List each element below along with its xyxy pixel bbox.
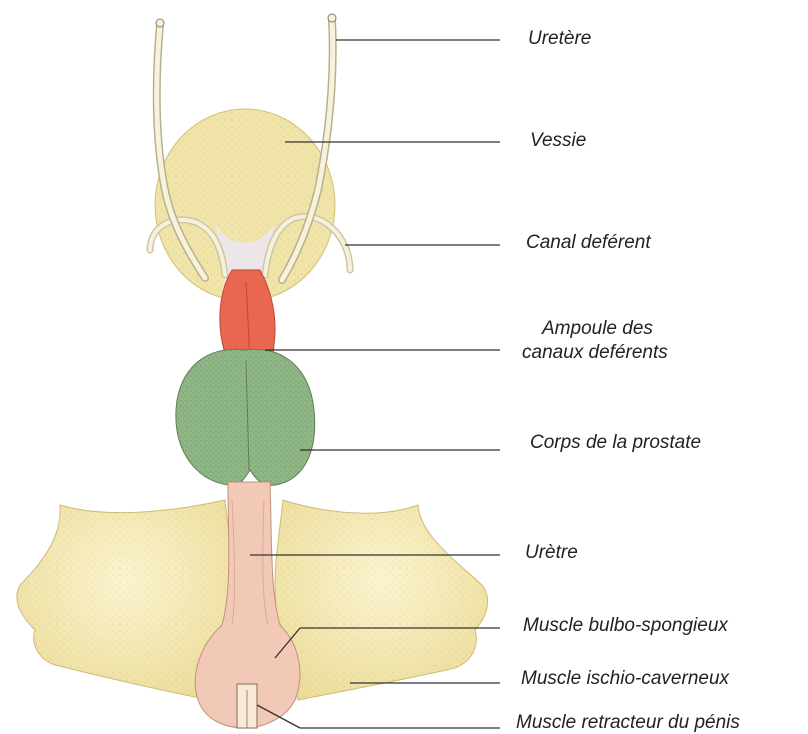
label-uretere: Uretère <box>528 28 591 50</box>
label-ampoule-line1: Ampoule des <box>542 318 653 340</box>
label-prostate: Corps de la prostate <box>530 432 701 454</box>
label-retracteur: Muscle retracteur du pénis <box>516 712 740 734</box>
label-vessie: Vessie <box>530 130 586 152</box>
label-ischio-caverneux: Muscle ischio-caverneux <box>521 668 729 690</box>
label-ampoule-line2: canaux deférents <box>522 342 668 364</box>
label-uretre: Urètre <box>525 542 578 564</box>
label-canal-deferent: Canal deférent <box>526 232 651 254</box>
label-bulbo-spongieux: Muscle bulbo-spongieux <box>523 615 728 637</box>
